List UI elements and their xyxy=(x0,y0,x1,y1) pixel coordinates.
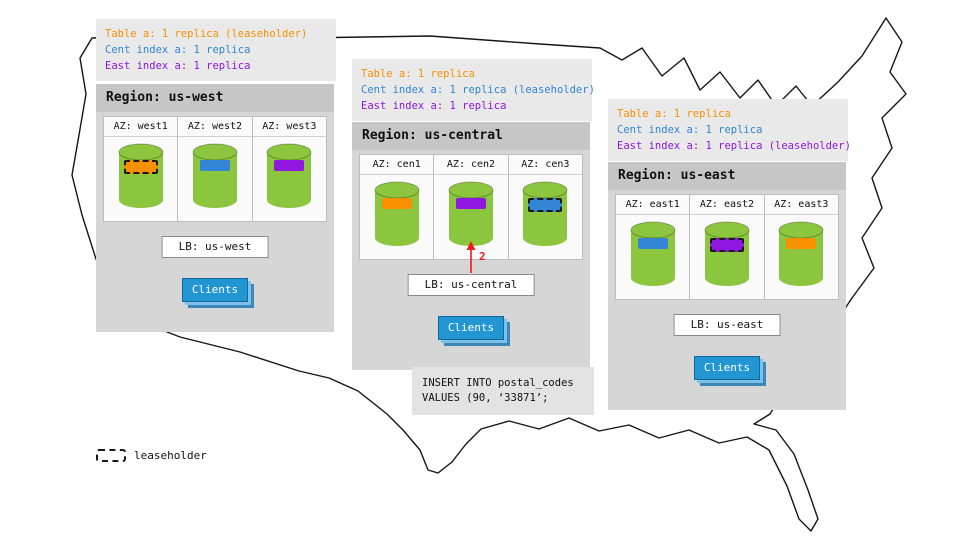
az-block: AZ: west1 AZ: west2 xyxy=(103,116,327,222)
database-cylinder-icon xyxy=(191,143,239,209)
region-title: Region: us-west xyxy=(96,84,334,112)
database-cylinder-icon xyxy=(117,143,165,209)
az-col-cen1: AZ: cen1 xyxy=(360,155,435,259)
legend-table-a: Table a: 1 replica xyxy=(361,68,475,80)
az-label: AZ: west2 xyxy=(178,117,252,137)
replica-range-bar xyxy=(786,238,817,249)
leaseholder-swatch-icon xyxy=(96,449,126,462)
us-map-path xyxy=(71,17,907,532)
az-col-west3: AZ: west3 xyxy=(252,117,326,221)
az-label: AZ: east2 xyxy=(690,195,764,215)
az-label: AZ: east1 xyxy=(616,195,690,215)
legend-east-index: East index a: 1 replica xyxy=(105,60,251,72)
replica-range-bar xyxy=(637,238,668,249)
az-col-west1: AZ: west1 xyxy=(104,117,179,221)
region-panel-us-east: Region: us-east AZ: east1 AZ: east2 xyxy=(608,162,846,410)
sql-line-1: INSERT INTO postal_codes xyxy=(422,377,574,389)
legend-us-east: Table a: 1 replica Cent index a: 1 repli… xyxy=(608,99,851,161)
database-cylinder-icon xyxy=(447,181,495,247)
legend-cent-index: Cent index a: 1 replica (leaseholder) xyxy=(361,84,595,96)
database-cylinder-icon xyxy=(373,181,421,247)
database-cylinder-icon xyxy=(265,143,313,209)
az-label: AZ: cen1 xyxy=(360,155,434,175)
az-label: AZ: cen3 xyxy=(508,155,582,175)
legend-us-central: Table a: 1 replica Cent index a: 1 repli… xyxy=(352,59,595,121)
az-label: AZ: cen2 xyxy=(434,155,508,175)
load-balancer-us-east: LB: us-east xyxy=(673,314,781,336)
sql-line-2: VALUES (90, ‘33871’; xyxy=(422,392,549,404)
az-col-cen2: AZ: cen2 xyxy=(434,155,509,259)
region-panel-us-west: Region: us-west AZ: west1 AZ: west2 xyxy=(96,84,334,332)
load-balancer-us-central: LB: us-central xyxy=(407,274,535,296)
insert-step-number: 2 xyxy=(479,250,486,263)
load-balancer-us-west: LB: us-west xyxy=(161,236,269,258)
az-label: AZ: east3 xyxy=(764,195,838,215)
legend-cent-index: Cent index a: 1 replica xyxy=(617,124,763,136)
az-label: AZ: west3 xyxy=(252,117,326,137)
legend-east-index: East index a: 1 replica xyxy=(361,100,507,112)
database-cylinder-icon xyxy=(629,221,677,287)
legend-cent-index: Cent index a: 1 replica xyxy=(105,44,251,56)
insert-step-arrow-icon xyxy=(466,241,476,273)
legend-table-a: Table a: 1 replica (leaseholder) xyxy=(105,28,308,40)
legend-us-west: Table a: 1 replica (leaseholder) Cent in… xyxy=(96,19,336,81)
region-title: Region: us-east xyxy=(608,162,846,190)
az-col-west2: AZ: west2 xyxy=(178,117,253,221)
az-col-east1: AZ: east1 xyxy=(616,195,691,299)
legend-table-a: Table a: 1 replica xyxy=(617,108,731,120)
leaseholder-label: leaseholder xyxy=(134,449,207,462)
clients-button-us-east[interactable]: Clients xyxy=(694,356,760,380)
az-label: AZ: west1 xyxy=(104,117,178,137)
region-panel-us-central: Region: us-central AZ: cen1 AZ: cen2 xyxy=(352,122,590,370)
az-col-east2: AZ: east2 xyxy=(690,195,765,299)
clients-button-us-central[interactable]: Clients xyxy=(438,316,504,340)
database-cylinder-icon xyxy=(521,181,569,247)
leaseholder-key: leaseholder xyxy=(96,449,207,462)
replica-range-bar xyxy=(123,160,158,174)
replica-range-bar xyxy=(709,238,744,252)
replica-range-bar xyxy=(274,160,305,171)
database-cylinder-icon xyxy=(777,221,825,287)
legend-east-index: East index a: 1 replica (leaseholder) xyxy=(617,140,851,152)
az-block: AZ: east1 AZ: east2 xyxy=(615,194,839,300)
replica-range-bar xyxy=(381,198,412,209)
replica-range-bar xyxy=(455,198,486,209)
replica-range-bar xyxy=(199,160,230,171)
region-title: Region: us-central xyxy=(352,122,590,150)
az-col-cen3: AZ: cen3 xyxy=(508,155,582,259)
replica-range-bar xyxy=(528,198,563,212)
clients-button-us-west[interactable]: Clients xyxy=(182,278,248,302)
database-cylinder-icon xyxy=(703,221,751,287)
az-col-east3: AZ: east3 xyxy=(764,195,838,299)
sql-statement: INSERT INTO postal_codes VALUES (90, ‘33… xyxy=(412,367,594,415)
